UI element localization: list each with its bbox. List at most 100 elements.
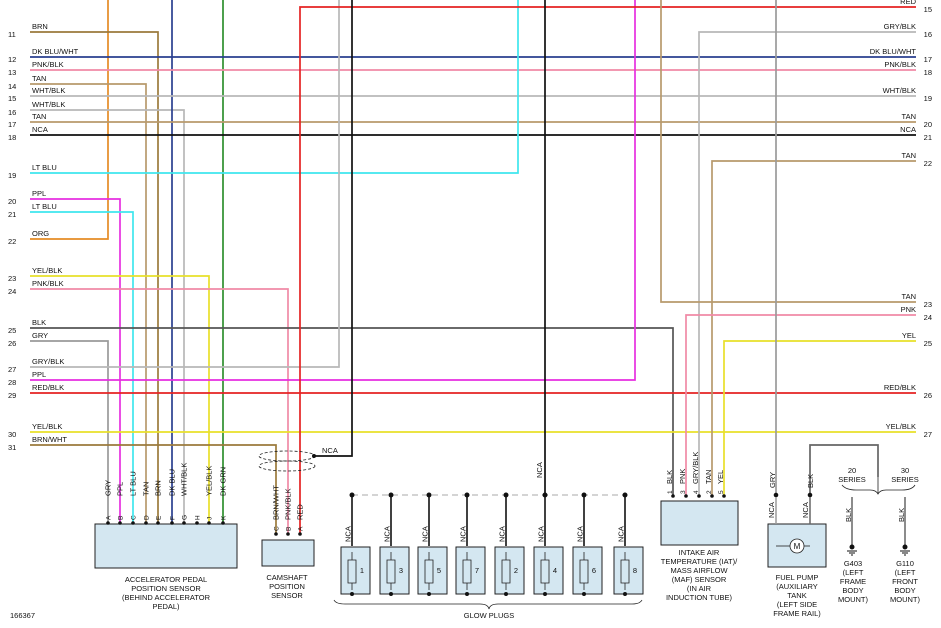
g110-caption-3: FRONT <box>892 577 918 586</box>
pump-wire-label-gry: GRY <box>768 472 777 488</box>
left-wire-number: 13 <box>8 68 16 77</box>
app-pin-letter: G <box>182 515 189 520</box>
maf-caption-1: INTAKE AIR <box>679 548 720 557</box>
glow-plug-element-icon <box>620 552 630 590</box>
cmp-pin-letter: A <box>298 526 305 531</box>
left-wire-label: GRY/BLK <box>32 357 64 366</box>
left-wire-label: NCA <box>32 125 48 134</box>
right-wire-number: 27 <box>924 430 932 439</box>
right-wire-number: 18 <box>924 68 932 77</box>
glow-plug-element-icon <box>462 552 472 590</box>
series-20-word: SERIES <box>838 475 866 484</box>
glow-plug-junction <box>464 492 470 498</box>
g403-caption-1: G403 <box>844 559 862 568</box>
left-wire-label: PNK/BLK <box>32 279 64 288</box>
left-wire-label: BRN <box>32 22 48 31</box>
app-wire-label: WHT/BLK <box>180 463 189 496</box>
wire-gry-26 <box>30 340 109 523</box>
app-wire-label: YEL/BLK <box>205 466 214 496</box>
right-wire-number: 19 <box>924 94 932 103</box>
g110-caption-4: BODY <box>894 586 915 595</box>
wire-gry-blk-maf <box>698 31 916 496</box>
pump-caption-3: TANK <box>787 591 806 600</box>
wire-brn <box>30 31 159 523</box>
glow-plugs-brace <box>333 599 643 610</box>
ground-icon <box>543 592 547 596</box>
cmp-wire-label: BRN/WHT <box>272 485 281 520</box>
glow-plug-body <box>340 546 371 595</box>
wire-tan-maf <box>711 160 916 496</box>
series-30-num: 30 <box>901 466 909 475</box>
right-wire-number: 26 <box>924 391 932 400</box>
glow-plug-body <box>417 546 448 595</box>
app-caption-1: ACCELERATOR PEDAL <box>125 575 207 584</box>
grounds: 20 SERIES 30 SERIES BLK BLK G403 (LEFT F… <box>838 466 920 604</box>
left-wire-number: 11 <box>8 30 16 39</box>
wire-nca-shield <box>314 0 353 457</box>
left-wire-label: BRN/WHT <box>32 435 67 444</box>
wire-gry-blk-27 <box>30 0 340 368</box>
glow-plug-junction <box>388 492 394 498</box>
app-wire-label: BRN <box>154 480 163 496</box>
pin-dot <box>697 494 701 498</box>
left-wire-label: LT BLU <box>32 163 57 172</box>
right-wire-number: 15 <box>924 5 932 14</box>
left-wire-number: 18 <box>8 133 16 142</box>
pin-dot <box>195 521 199 525</box>
right-wire-number: 17 <box>924 55 932 64</box>
app-wire-label: PPL <box>116 482 125 496</box>
app-wire-label: DK BLU <box>168 469 177 496</box>
shield-label: NCA <box>322 446 338 455</box>
wire-ppl-28 <box>30 0 636 381</box>
pump-wire-label-blk: BLK <box>806 474 815 488</box>
g110-wire-label: BLK <box>897 508 906 522</box>
maf-caption-3: MASS AIRFLOW <box>670 566 728 575</box>
pin-dot <box>170 521 174 525</box>
wire-ppl-20 <box>30 198 121 523</box>
left-wire-number: 29 <box>8 391 16 400</box>
app-caption-3: (BEHIND ACCELERATOR <box>122 593 211 602</box>
maf-caption-4: (MAF) SENSOR <box>672 575 727 584</box>
wire-brn-wht-31 <box>30 444 277 534</box>
cmp-pin-letter: B <box>286 527 293 531</box>
left-wire-number: 16 <box>8 108 16 117</box>
wire-blk-25 <box>30 327 674 496</box>
maf-wire-label: TAN <box>704 470 713 484</box>
left-wire-label: WHT/BLK <box>32 100 65 109</box>
fuel-pump-pin-blk <box>807 492 813 498</box>
left-wire-label: WHT/BLK <box>32 86 65 95</box>
shield-junction <box>312 454 316 458</box>
wire-yel-blk-23 <box>30 275 210 523</box>
wires <box>30 0 916 534</box>
right-wire-label: WHT/BLK <box>883 86 916 95</box>
glow-plug-body <box>613 546 644 595</box>
right-wire-label: GRY/BLK <box>884 22 916 31</box>
right-wire-label: TAN <box>902 151 916 160</box>
pin-dot <box>671 494 675 498</box>
right-wire-number: 23 <box>924 300 932 309</box>
app-wire-label: DK GRN <box>219 467 228 496</box>
left-wire-label: ORG <box>32 229 49 238</box>
app-pin-letter: A <box>106 515 113 520</box>
maf-wire-label: YEL <box>716 470 725 484</box>
right-wire-number: 22 <box>924 159 932 168</box>
glow-plug-number: 7 <box>475 566 479 575</box>
glow-plug-number: 4 <box>553 566 557 575</box>
g110-caption-2: (LEFT <box>895 568 916 577</box>
maf-sensor-body <box>660 500 739 546</box>
left-wire-label: PPL <box>32 189 46 198</box>
right-wire-number: 24 <box>924 313 932 322</box>
wire-wht-blk <box>30 109 185 523</box>
g403-caption-5: MOUNT) <box>838 595 868 604</box>
right-wire-label: RED/BLK <box>884 383 916 392</box>
g403-caption-3: FRAME <box>840 577 866 586</box>
glow-plug-element-icon <box>501 552 511 590</box>
pin-dot <box>118 521 122 525</box>
app-caption-4: PEDAL) <box>152 602 180 611</box>
